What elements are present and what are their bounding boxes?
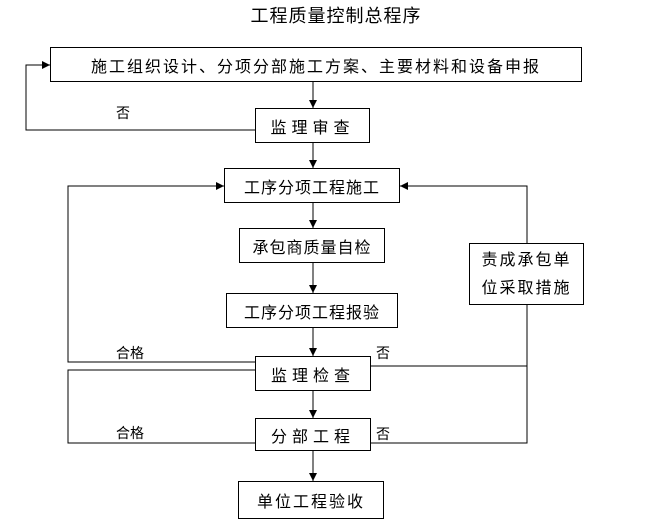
node-report: 工序分项工程报验 [226,293,398,328]
label-review-no: 否 [116,106,130,122]
arrow-review-reject-loop [25,61,255,131]
label-inspect-fail: 否 [376,346,390,362]
node-review: 监理审查 [255,108,370,143]
node-submit: 施工组织设计、分项分部施工方案、主要材料和设备申报 [50,47,582,82]
node-sub-project: 分部工程 [255,418,371,451]
label-inspect-pass: 合格 [116,346,144,362]
node-inspect: 监理检查 [255,356,371,391]
label-sub-fail: 否 [376,427,390,443]
arrow-inspect-pass-loop [67,182,255,363]
page-title: 工程质量控制总程序 [250,6,422,27]
node-remedy: 责成承包单位采取措施 [469,243,584,305]
line-sub-pass-loop [67,369,255,444]
node-construct: 工序分项工程施工 [224,168,400,203]
line-sub-fail [371,305,528,444]
label-sub-pass: 合格 [116,426,144,442]
node-self-check: 承包商质量自检 [239,228,385,263]
arrow-remedy-to-construct [400,182,528,243]
node-accept: 单位工程验收 [238,481,384,519]
